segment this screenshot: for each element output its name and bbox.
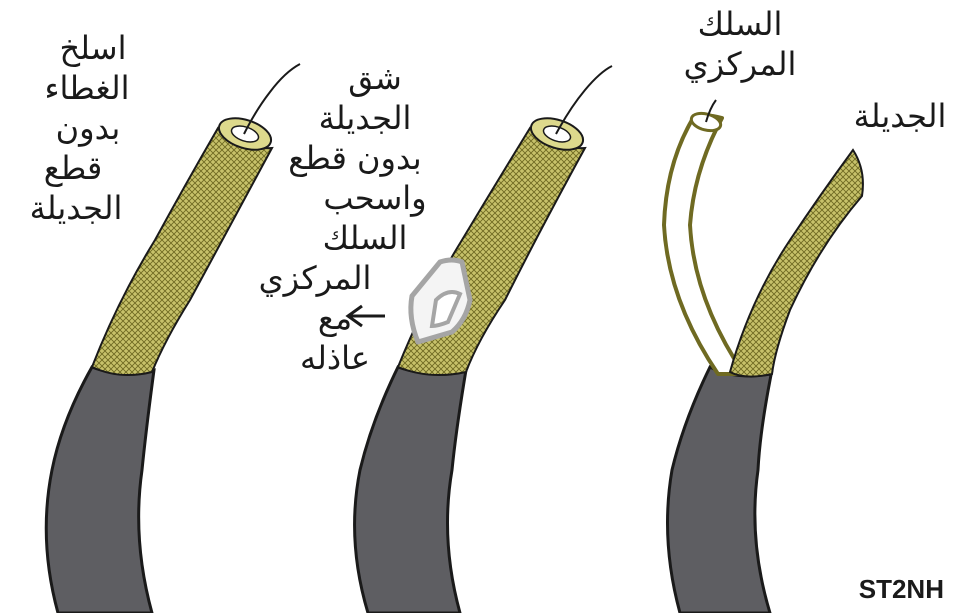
step2-line: المركزي	[200, 258, 430, 298]
step2-line: مع	[200, 298, 430, 338]
cable-3-center-conductor	[664, 115, 744, 374]
cable-2-jacket	[355, 367, 466, 613]
step2-line: واسحب	[200, 178, 430, 218]
cable-3-braid	[730, 150, 863, 377]
cable-3	[664, 100, 863, 613]
step1-line: الجديلة	[8, 188, 138, 228]
center-wire-label: السلك المركزي	[680, 4, 800, 84]
step2-line: شق	[200, 58, 430, 98]
cable-3-jacket	[668, 367, 773, 613]
step2-line: بدون قطع	[200, 138, 430, 178]
step1-line: قطع	[8, 148, 138, 188]
step2-instruction: شق الجديلة بدون قطع واسحب السلك المركزي …	[200, 58, 430, 378]
step1-line: اسلخ	[8, 28, 138, 68]
step1-line: بدون	[8, 108, 138, 148]
step2-line: عاذله	[200, 338, 430, 378]
step2-line: السلك	[200, 218, 430, 258]
step2-line: الجديلة	[200, 98, 430, 138]
braid-label: الجديلة	[850, 96, 950, 136]
center-wire-line: السلك	[680, 4, 800, 44]
cable-1-jacket	[46, 367, 154, 613]
step1-instruction: اسلخ الغطاء بدون قطع الجديلة	[8, 28, 138, 228]
watermark-text: ST2NH	[859, 574, 944, 605]
step1-line: الغطاء	[8, 68, 138, 108]
center-wire-line: المركزي	[680, 44, 800, 84]
